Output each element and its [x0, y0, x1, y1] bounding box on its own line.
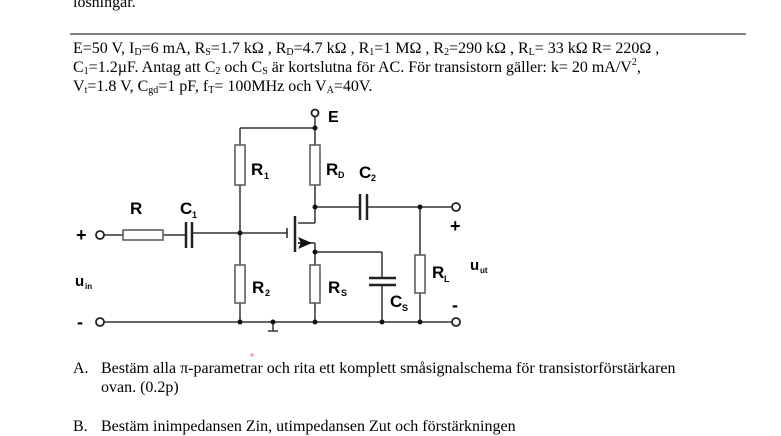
text: =1.8 V, C: [87, 78, 149, 95]
resistor-RL: [414, 254, 426, 294]
junction-dot: [312, 249, 318, 255]
text: =1 pF, f: [158, 78, 209, 95]
sub: D: [134, 47, 142, 58]
text: C: [73, 59, 84, 76]
text: =40V.: [333, 78, 373, 95]
label-RL-sub: L: [444, 274, 450, 284]
label-RS-sub: S: [341, 288, 347, 298]
sub: D: [286, 47, 294, 58]
label-out-plus: +: [450, 216, 461, 236]
question-b-line1: Bestäm inimpedansen Zin, utimpedansen Zu…: [101, 418, 516, 435]
sub: gd: [148, 85, 159, 96]
text: =6 mA, R: [141, 40, 206, 57]
junction-dot: [417, 204, 423, 210]
label-C1: C: [180, 199, 192, 218]
label-RS: R: [328, 278, 340, 297]
label-uut-sub: ut: [480, 266, 488, 275]
sub: T: [208, 85, 215, 96]
text: = 33 kΩ R= 220Ω ,: [534, 40, 660, 57]
sub: S: [262, 66, 268, 77]
junction-dot: [312, 319, 318, 325]
text: =290 kΩ , R: [449, 40, 529, 57]
input-minus-terminal: [95, 317, 105, 327]
label-C2: C: [359, 163, 371, 182]
stray-mark: [250, 353, 254, 357]
label-uin: u: [75, 273, 84, 290]
sub: 2: [215, 66, 221, 77]
text: ,: [636, 59, 641, 76]
text: V: [73, 78, 85, 95]
text: är kortslutna för AC. För transistorn gä…: [267, 59, 632, 76]
params-line-1: E=50 V, ID=6 mA, RS=1.7 kΩ , RD=4.7 kΩ ,…: [73, 40, 659, 58]
text: =1 MΩ , R: [374, 40, 445, 57]
junction-dot: [237, 319, 243, 325]
label-CS: C: [390, 292, 402, 311]
text: =4.7 kΩ , R: [293, 40, 370, 57]
junction-dot: [312, 204, 318, 210]
params-line-3: Vt=1.8 V, Cgd=1 pF, fT= 100MHz och VA=40…: [73, 78, 372, 96]
sup: 2: [631, 57, 637, 68]
junction-dot: [417, 319, 423, 325]
junction-dot: [237, 230, 243, 236]
output-plus-terminal: [451, 202, 461, 212]
label-in-minus: -: [77, 312, 83, 332]
resistor-RS: [309, 264, 321, 304]
resistor-R2: [234, 264, 246, 304]
question-a-line1: Bestäm alla π-parametrar och rita ett ko…: [101, 360, 676, 377]
label-RD: R: [326, 160, 338, 179]
question-a-line2: ovan. (0.2p): [101, 379, 179, 396]
label-R1-sub: 1: [264, 171, 269, 181]
sub: S: [205, 47, 211, 58]
sub: 2: [444, 47, 450, 58]
sub: t: [84, 85, 88, 96]
label-uut: u: [470, 257, 479, 274]
sub: 1: [369, 47, 375, 58]
label-R2: R: [252, 278, 264, 297]
resistor-R1: [234, 144, 246, 186]
label-RL: R: [432, 263, 444, 282]
sub: 1: [83, 66, 89, 77]
source-arrow-icon: [298, 237, 312, 249]
top-text-fragment: lösningar.: [73, 0, 136, 11]
supply-terminal: [310, 108, 320, 118]
sub: A: [326, 85, 334, 96]
text: =1.2µF. Antag att C: [88, 59, 216, 76]
wires: [104, 117, 452, 332]
params-line-2: C1=1.2µF. Antag att C2 och CS är kortslu…: [73, 57, 641, 77]
label-R: R: [130, 199, 142, 218]
label-uin-sub: in: [85, 282, 92, 291]
junction-dot: [270, 319, 276, 325]
question-b-marker: B.: [73, 418, 88, 435]
sub: L: [528, 47, 535, 58]
label-RD-sub: D: [338, 170, 345, 180]
label-C2-sub: 2: [371, 173, 376, 183]
label-CS-sub: S: [402, 303, 408, 313]
horizontal-rule: [70, 33, 746, 35]
resistor-RD: [309, 144, 321, 186]
text: =1.7 kΩ , R: [210, 40, 287, 57]
label-out-minus: -: [452, 295, 458, 315]
junction-dot: [312, 125, 318, 131]
resistor-R: [122, 229, 164, 241]
output-minus-terminal: [451, 317, 461, 327]
junction-dot: [379, 319, 385, 325]
label-R2-sub: 2: [265, 288, 270, 298]
question-a-marker: A.: [73, 360, 89, 377]
text: = 100MHz och V: [214, 78, 327, 95]
label-supply: E: [328, 109, 339, 126]
text: E=50 V, I: [73, 40, 135, 57]
circuit-schematic: E R C 1 R 1 R D C 2 R 2 R S C S R L u in…: [75, 108, 488, 332]
input-plus-terminal: [95, 230, 105, 240]
label-in-plus: +: [76, 225, 87, 245]
label-C1-sub: 1: [192, 210, 197, 220]
label-R1: R: [251, 160, 263, 179]
text: och C: [220, 59, 263, 76]
